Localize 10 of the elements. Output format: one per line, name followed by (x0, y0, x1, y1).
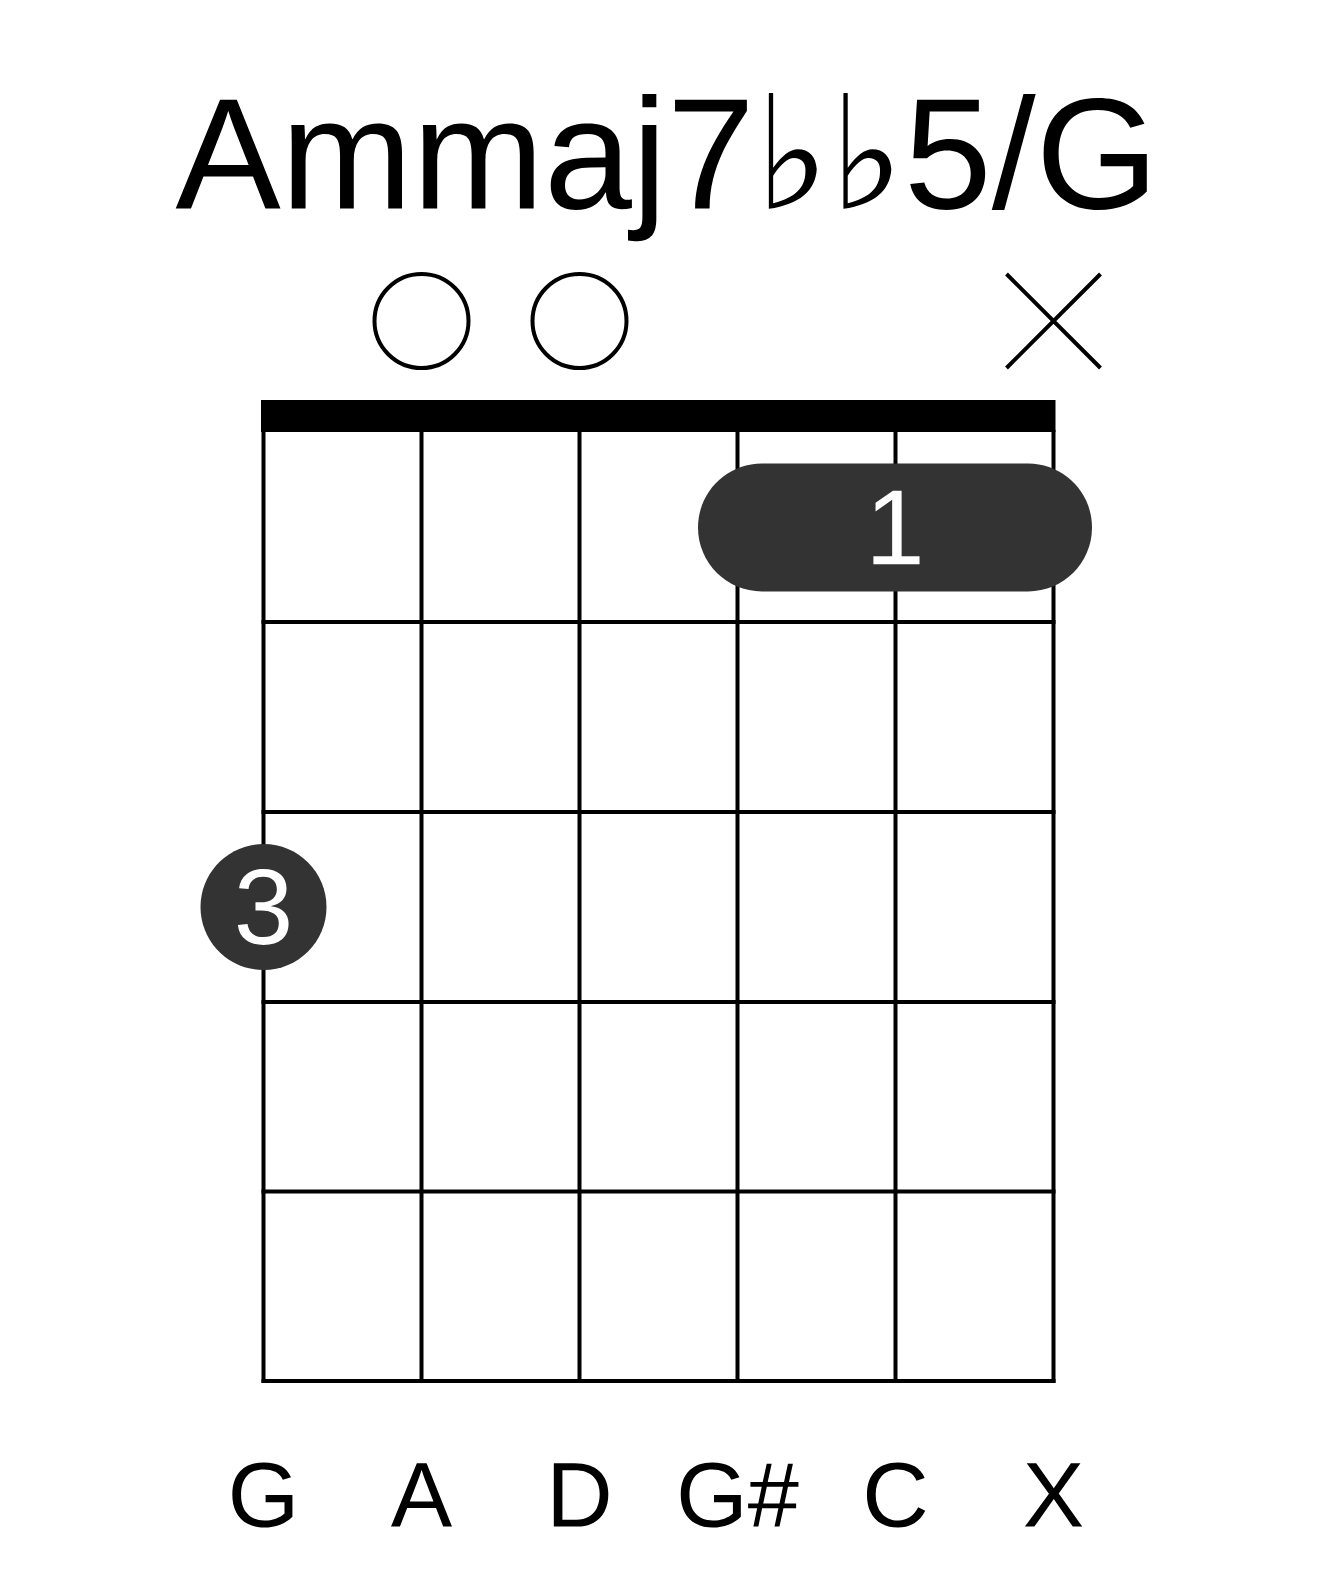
open-string-circle (530, 272, 629, 370)
string-label: G (232, 1462, 293, 1528)
string-label: D (553, 1463, 609, 1527)
string-label: C (866, 1462, 926, 1528)
string-label: A (391, 1463, 452, 1527)
string-label: G# (680, 1462, 799, 1528)
chord-title: Ammaj7♭♭5/G (175, 92, 1147, 242)
open-string-circle (372, 272, 471, 370)
string-label: X (1024, 1463, 1083, 1527)
muted-string-cross (1004, 272, 1103, 370)
